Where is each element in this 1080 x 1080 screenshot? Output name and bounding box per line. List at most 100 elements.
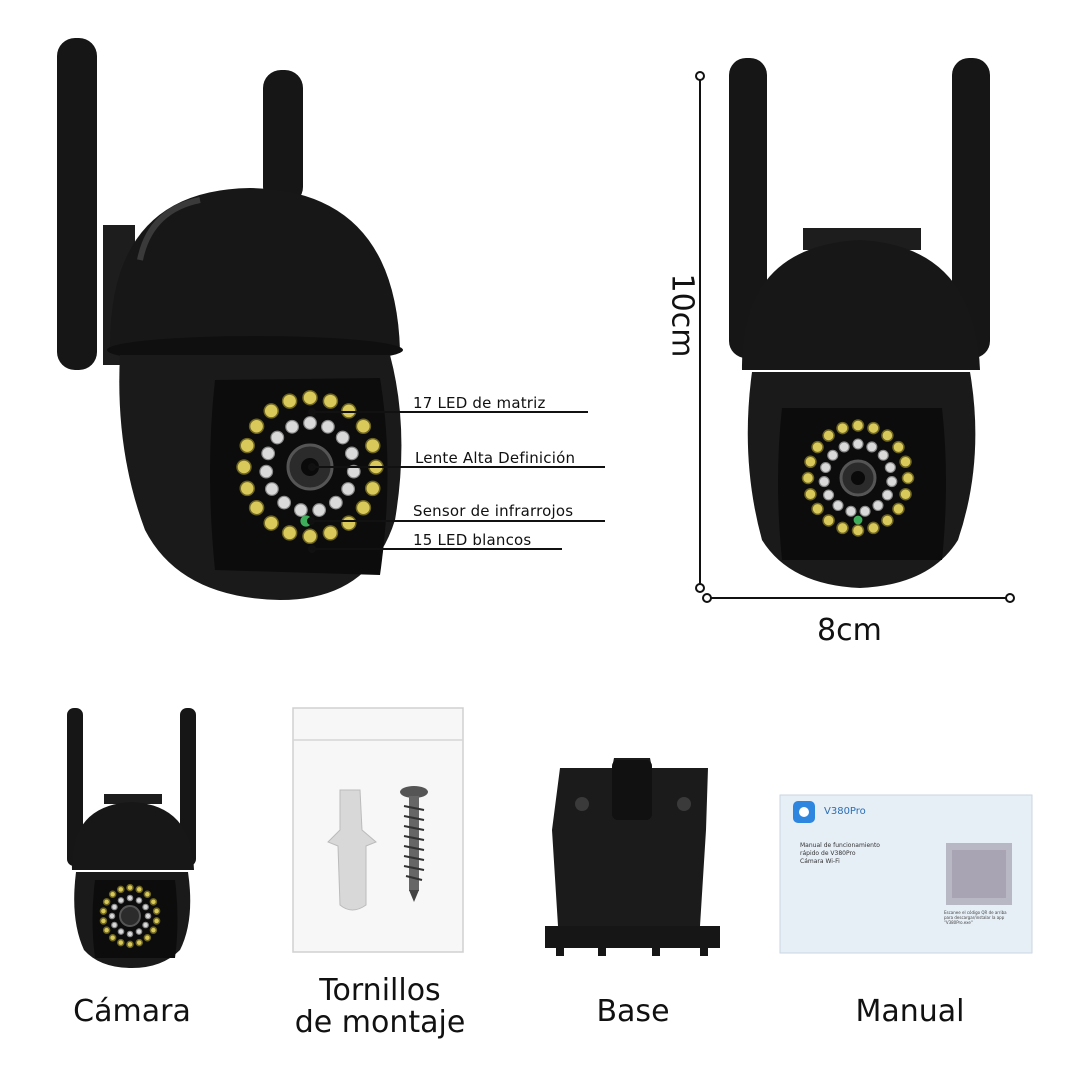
- yellow-led: [892, 502, 905, 516]
- yellow-led: [149, 926, 158, 934]
- yellow-led: [811, 440, 824, 454]
- white-led: [135, 897, 143, 904]
- dimension-lines: [695, 71, 1015, 603]
- right-antenna: [263, 70, 303, 205]
- yellow-led: [117, 885, 125, 894]
- yellow-led: [867, 521, 880, 535]
- white-led: [270, 430, 285, 445]
- label-lens: Lente Alta Definición: [415, 449, 576, 467]
- white-led: [341, 482, 356, 496]
- yellow-led: [239, 437, 255, 454]
- yellow-led: [822, 514, 835, 527]
- yellow-led: [117, 938, 125, 947]
- manual-title-block: Manual de funcionamiento rápido de V380P…: [800, 842, 940, 866]
- yellow-led: [126, 940, 134, 949]
- yellow-led: [302, 528, 318, 545]
- white-led: [142, 903, 149, 911]
- white-led: [859, 505, 871, 517]
- yellow-led: [263, 403, 279, 419]
- white-led: [126, 930, 134, 938]
- white-led: [818, 476, 830, 488]
- white-led: [346, 464, 361, 479]
- dimension-camera: [729, 58, 990, 588]
- caption-camera: Cámara: [73, 994, 191, 1029]
- yellow-led: [355, 418, 372, 435]
- yellow-led: [143, 933, 152, 942]
- yellow-led: [102, 898, 111, 906]
- white-led: [823, 489, 835, 501]
- screws-bag: [292, 707, 464, 953]
- yellow-led: [239, 480, 255, 497]
- manual-title-line1: Manual de funcionamiento: [800, 842, 880, 849]
- white-led: [142, 921, 149, 929]
- manual-qr-caption-line1: Escanee el código QR de arriba: [944, 910, 1007, 915]
- manual-qr-caption: Escanee el código QR de arriba para desc…: [944, 910, 1024, 925]
- yellow-led: [126, 883, 134, 892]
- yellow-led: [867, 421, 880, 435]
- yellow-led: [341, 515, 357, 531]
- yellow-led: [899, 455, 912, 469]
- white-led: [111, 903, 118, 911]
- white-led: [820, 461, 832, 474]
- small-camera: [67, 708, 196, 968]
- yellow-led: [108, 890, 117, 899]
- dimension-width-label: 8cm: [817, 613, 882, 648]
- white-led: [135, 928, 143, 935]
- yellow-led: [851, 524, 865, 537]
- caption-screws-line1: Tornillos: [319, 973, 441, 1008]
- yellow-led: [341, 403, 357, 419]
- manual-card: [779, 794, 1033, 954]
- camera-dome: [109, 188, 400, 350]
- yellow-led: [322, 393, 339, 409]
- white-led: [264, 482, 279, 496]
- manual-title-line2: rápido de V380Pro: [800, 850, 856, 857]
- callout-lines: [307, 408, 605, 553]
- yellow-led: [236, 459, 252, 475]
- white-led: [111, 921, 118, 929]
- white-led: [285, 419, 300, 434]
- white-led: [259, 464, 274, 479]
- yellow-led: [901, 471, 915, 485]
- yellow-led: [108, 933, 117, 942]
- white-led: [827, 449, 839, 461]
- label-led-matrix: 17 LED de matriz: [413, 394, 546, 412]
- white-led: [328, 495, 343, 510]
- yellow-led: [143, 890, 152, 899]
- white-led: [884, 461, 896, 474]
- caption-screws-line2: de montaje: [294, 1005, 466, 1040]
- yellow-led: [801, 471, 815, 485]
- label-white-leds: 15 LED blancos: [413, 531, 532, 549]
- manual-subtitle: Cámara Wi-Fi: [800, 858, 840, 865]
- yellow-led: [149, 898, 158, 906]
- yellow-led: [881, 429, 894, 442]
- mount-base: [545, 758, 720, 956]
- white-led: [277, 495, 292, 510]
- white-led: [845, 505, 857, 517]
- white-led: [303, 416, 317, 430]
- yellow-led: [281, 525, 298, 541]
- screw-shank: [409, 796, 419, 891]
- yellow-led: [248, 499, 265, 516]
- white-led: [832, 499, 844, 512]
- white-led: [877, 449, 889, 461]
- ir-sensor-dot: [853, 515, 863, 525]
- manual-brand: V380Pro: [824, 806, 866, 817]
- yellow-led: [302, 389, 318, 406]
- dimension-led-ring: [801, 419, 915, 537]
- white-led: [320, 419, 335, 434]
- caption-screws: Tornillos de montaje: [270, 975, 490, 1039]
- white-led: [261, 446, 276, 461]
- yellow-led: [281, 393, 298, 409]
- dimension-height-label: 10cm: [664, 273, 700, 358]
- yellow-led: [102, 926, 111, 934]
- yellow-led: [248, 418, 265, 435]
- white-led: [335, 430, 350, 445]
- white-led: [144, 912, 152, 920]
- yellow-led: [322, 525, 339, 541]
- yellow-led: [152, 917, 161, 925]
- white-led: [866, 441, 878, 453]
- white-led: [126, 894, 134, 902]
- caption-manual: Manual: [855, 994, 965, 1029]
- white-led: [293, 503, 308, 517]
- yellow-led: [365, 437, 381, 454]
